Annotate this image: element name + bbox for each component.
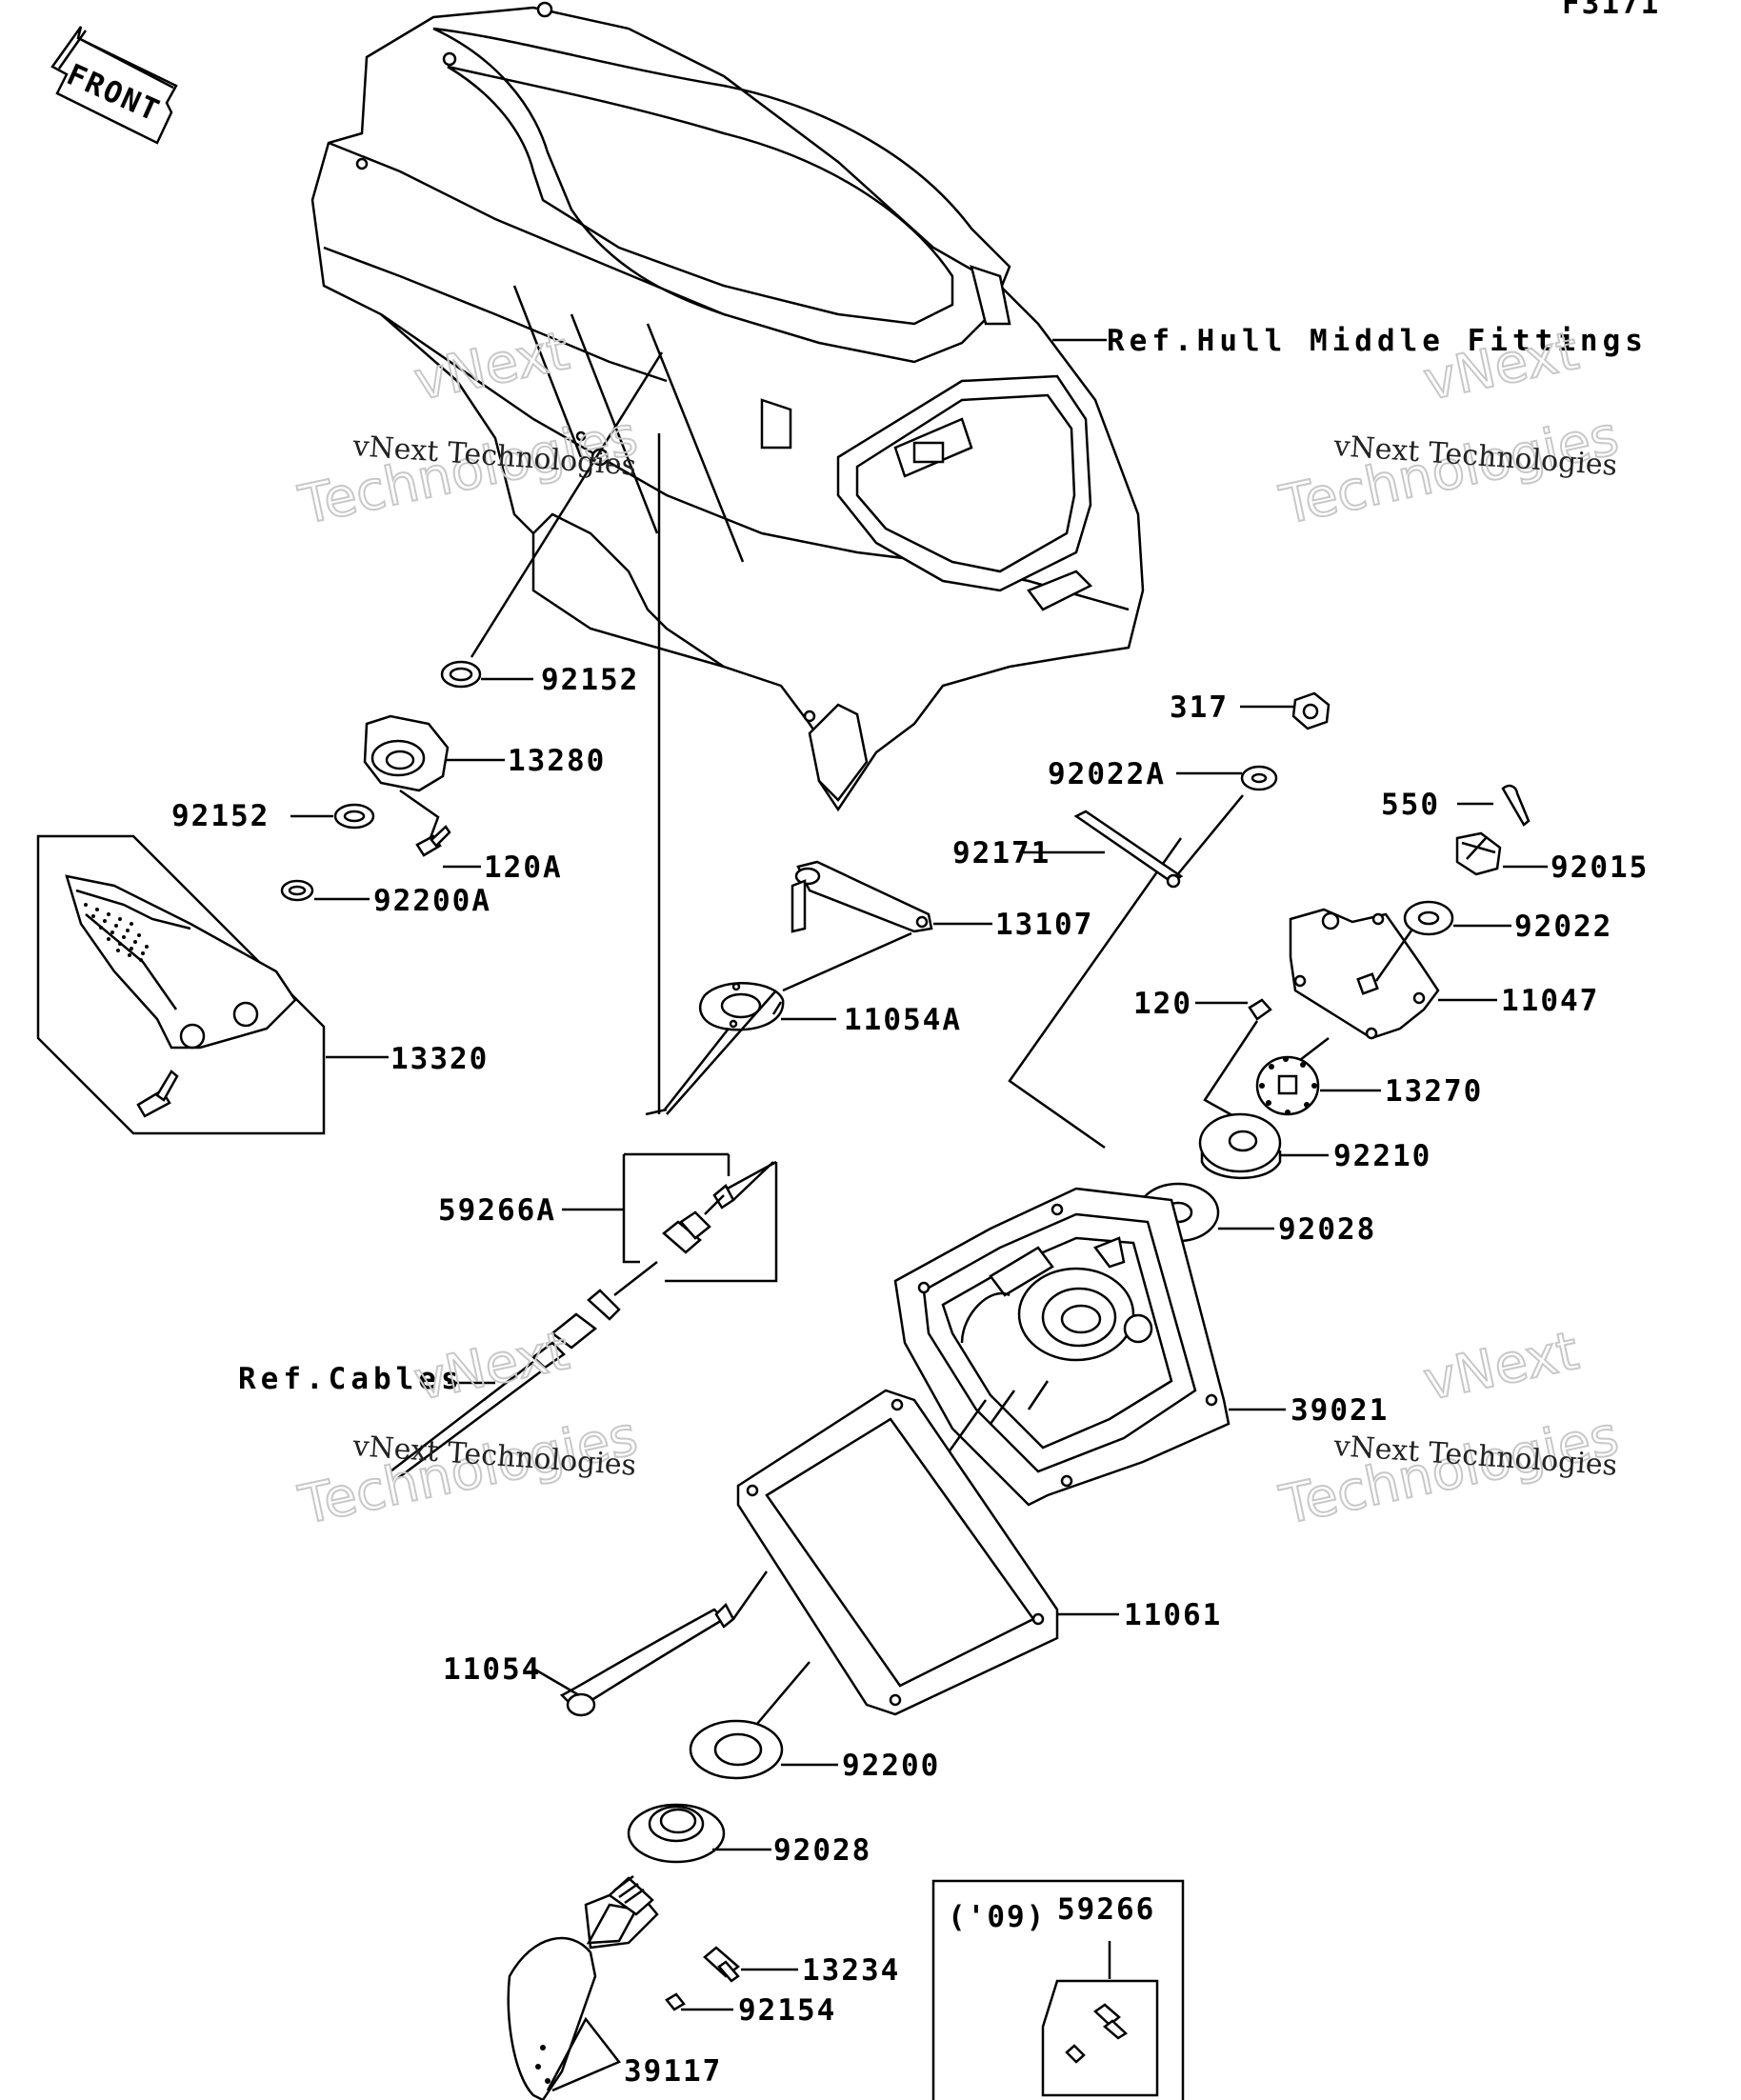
label-92015: 92015 [1551, 850, 1649, 885]
label-92028-bot: 92028 [773, 1833, 871, 1868]
leader-to-housing [1008, 837, 1183, 1150]
label-92210: 92210 [1333, 1139, 1431, 1173]
grommet-92152-left [333, 803, 375, 830]
label-120: 120 [1133, 987, 1192, 1021]
ref-hull-label: Ref.Hull Middle Fittings [1107, 324, 1648, 358]
label-13107: 13107 [995, 908, 1093, 942]
inset-year-label: ('09) [948, 1900, 1046, 1934]
label-13270: 13270 [1385, 1074, 1483, 1109]
cover-13320-box [36, 834, 326, 1135]
lever-13107 [790, 860, 933, 933]
housing-13280 [363, 714, 450, 792]
shaft-arm-39117 [507, 1875, 659, 2100]
label-92028-mid: 92028 [1278, 1212, 1376, 1247]
svg-text:vNext: vNext [409, 1320, 574, 1413]
label-59266A: 59266A [438, 1193, 556, 1228]
label-13320: 13320 [390, 1042, 489, 1076]
watermark-mid-left: vNext Technologies vNext Technologies [292, 1319, 643, 1538]
label-550: 550 [1381, 788, 1440, 822]
label-92152-left: 92152 [171, 799, 270, 833]
label-92152-top: 92152 [541, 663, 639, 697]
housing-39021 [893, 1187, 1231, 1507]
nut-317 [1291, 691, 1331, 730]
label-92171: 92171 [952, 836, 1051, 870]
label-11054A: 11054A [844, 1003, 962, 1037]
bolt-92154 [665, 1992, 686, 2011]
label-13234: 13234 [802, 1953, 900, 1988]
label-92022: 92022 [1514, 910, 1612, 944]
grommet-92152-top [440, 660, 482, 689]
inset-box-59266 [931, 1879, 1185, 2100]
gasket-11061 [736, 1389, 1059, 1716]
figure-code: F3171 [1562, 0, 1660, 21]
label-11061: 11061 [1124, 1598, 1222, 1632]
label-92022A: 92022A [1048, 757, 1166, 791]
label-92154: 92154 [738, 1993, 836, 2028]
label-317: 317 [1170, 690, 1229, 725]
cable-assembly [390, 1261, 658, 1480]
svg-text:vNext: vNext [1418, 1320, 1584, 1413]
washer-92028-bot [627, 1803, 726, 1864]
screw-13234 [703, 1946, 740, 1983]
bracket-59266A [622, 1152, 778, 1283]
label-92200A: 92200A [373, 884, 491, 918]
watermark-mid-right: vNext Technologies vNext Technologies [1273, 1319, 1624, 1538]
castle-nut-92015 [1455, 831, 1502, 876]
label-92200: 92200 [842, 1749, 940, 1783]
bolt-120 [1248, 998, 1272, 1021]
washer-92200 [689, 1719, 784, 1780]
washer-92022A [1240, 765, 1278, 791]
label-11054: 11054 [443, 1652, 541, 1687]
tie-92171 [1073, 810, 1184, 889]
washer-92022 [1403, 900, 1454, 936]
front-arrow-icon: FRONT [50, 26, 178, 145]
leader-92152-top [470, 351, 664, 658]
label-39117: 39117 [624, 2054, 722, 2089]
pin-550 [1501, 784, 1531, 827]
label-39021: 39021 [1291, 1393, 1389, 1428]
rubber-92210 [1198, 1112, 1282, 1180]
hull-body [310, 1, 1145, 812]
inset-part-label: 59266 [1057, 1892, 1155, 1927]
lever-11054 [559, 1602, 735, 1717]
ref-cables-label: Ref.Cables [238, 1362, 464, 1396]
label-120A: 120A [484, 850, 563, 885]
bolt-120A [415, 825, 451, 857]
label-13280: 13280 [508, 744, 606, 778]
label-11047: 11047 [1501, 984, 1599, 1018]
disc-13270 [1255, 1055, 1320, 1116]
plate-11054A [699, 982, 785, 1031]
cable-fitting-59266A [662, 1184, 735, 1254]
plate-11047 [1289, 908, 1440, 1040]
washer-92200A [280, 879, 314, 902]
